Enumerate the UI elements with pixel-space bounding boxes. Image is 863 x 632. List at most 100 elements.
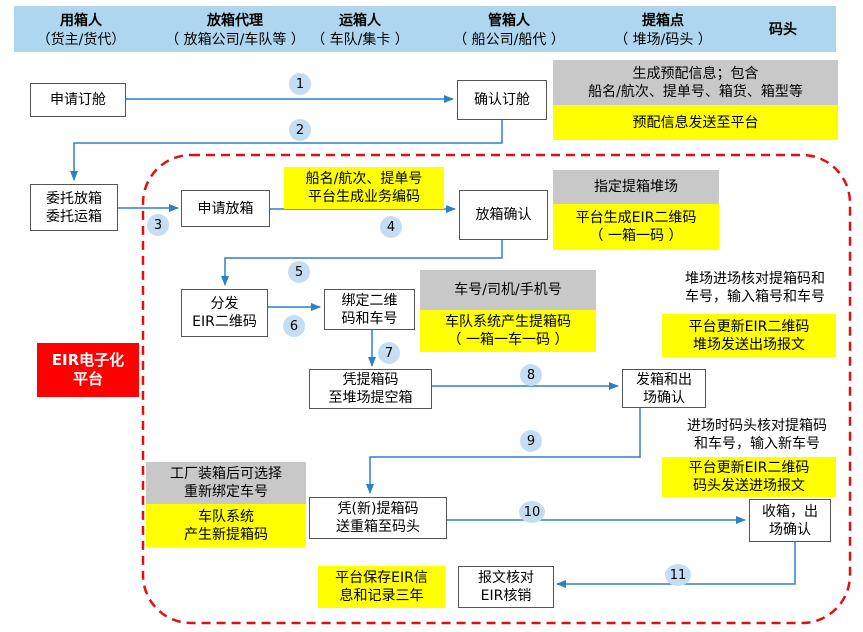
apply-booking-box: 申请订舱 (30, 83, 126, 117)
step-4-badge: 4 (380, 216, 402, 238)
box-label: 凭提箱码 (342, 372, 399, 388)
note-text: 车号，输入箱号和车号 (685, 289, 825, 305)
note-text: 船名/航次、提单号 (305, 171, 423, 187)
note-text: 车号/司机/手机号 (454, 282, 562, 298)
bind-qr-plate-box: 绑定二维 码和车号 (324, 289, 415, 330)
box-label: 场确认 (769, 521, 811, 538)
arrow-5 (221, 240, 503, 286)
header-subtitle: （ 放箱公司/车队等 ） (165, 32, 305, 48)
pickup-empty-box: 凭提箱码 至堆场提空箱 (309, 369, 432, 409)
step-5-badge: 5 (288, 261, 310, 283)
note-text: 码头发送进场报文 (693, 478, 805, 494)
step-8-badge: 8 (520, 364, 542, 386)
note-text: 平台更新EIR二维码 (688, 318, 810, 335)
header-terminal: 码头 (708, 21, 858, 40)
note-text: 船名/航次、提单号、箱货、箱型等 (588, 83, 803, 100)
note-text: 生成预配信息；包含 (632, 65, 759, 82)
header-subtitle: （ 车队/集卡 ） (311, 32, 409, 48)
note-send-preallocation: 预配信息发送至平台 (553, 105, 838, 140)
step-11-badge: 11 (665, 564, 691, 586)
step-number: 6 (289, 318, 299, 334)
note-text: 平台生成EIR二维码 (575, 210, 697, 226)
box-label: 绑定二维 (341, 292, 398, 309)
note-new-pickup-code: 车队系统 产生新提箱码 (146, 504, 306, 547)
entrust-box: 委托放箱 委托运箱 (30, 184, 118, 231)
platform-label-line: EIR电子化 (51, 351, 125, 369)
box-label: 发箱和出 (636, 371, 692, 388)
box-label: 放箱确认 (475, 207, 532, 223)
box-label: EIR核销 (480, 588, 532, 604)
note-yard-gate-out-message: 平台更新EIR二维码 堆场发送出场报文 (662, 314, 836, 357)
note-yard-gate-in-check: 堆场进场核对提箱码和 车号，输入箱号和车号 (662, 266, 848, 310)
box-label: 分发 (210, 296, 239, 312)
step-number: 3 (153, 217, 163, 233)
note-save-eir-records: 平台保存EIR信 息和记录三年 (318, 566, 445, 608)
header-subtitle: （ 堆场/码头 ） (614, 32, 712, 48)
distribute-qr-box: 分发 EIR二维码 (181, 289, 268, 337)
box-label: 凭(新)提箱码 (337, 501, 419, 517)
note-text: （ 一箱一车一码 ） (447, 332, 569, 348)
platform-dashed-border (141, 153, 852, 625)
note-text: 和车号，输入新车号 (694, 436, 820, 452)
note-preallocation-info: 生成预配信息；包含 船名/航次、提单号、箱货、箱型等 (553, 60, 838, 105)
note-text: 工厂装箱后可选择 (170, 466, 282, 482)
note-generate-pickup-code: 车队系统产生提箱码 （ 一箱一车一码 ） (420, 310, 596, 352)
box-label: 场确认 (643, 389, 685, 406)
header-title: 提箱点 (642, 13, 684, 29)
note-text: 进场时码头核对提箱码 (687, 418, 827, 434)
box-label: 送重箱至码头 (336, 519, 420, 535)
step-number: 10 (523, 504, 541, 520)
box-label: 确认订舱 (474, 92, 530, 108)
step-9-badge: 9 (520, 430, 542, 452)
confirm-booking-box: 确认订舱 (457, 80, 547, 120)
box-label: 委托运箱 (46, 208, 102, 225)
step-number: 11 (669, 567, 687, 583)
message-verify-box: 报文核对 EIR核销 (458, 566, 554, 608)
step-number: 4 (386, 219, 396, 235)
note-generate-qr: 平台生成EIR二维码 （ 一箱一码 ） (553, 204, 719, 250)
role-header-bar: 用箱人 （货主/货代） 放箱代理 （ 放箱公司/车队等 ） 运箱人 （ 车队/集… (14, 6, 836, 52)
step-number: 1 (295, 76, 305, 92)
note-text: 堆场进场核对提箱码和 (685, 271, 825, 287)
step-10-badge: 10 (519, 501, 545, 523)
step-number: 8 (526, 367, 536, 383)
note-text: 指定提箱堆场 (594, 179, 678, 195)
step-7-badge: 7 (378, 342, 400, 364)
note-terminal-gate-in-check: 进场时码头核对提箱码 和车号，输入新车号 (668, 413, 846, 457)
header-release-agent: 放箱代理 （ 放箱公司/车队等 ） (160, 12, 310, 50)
note-text: 预配信息发送至平台 (632, 114, 759, 131)
note-text: 重新绑定车号 (184, 484, 268, 500)
note-terminal-gate-in-message: 平台更新EIR二维码 码头发送进场报文 (662, 457, 836, 497)
arrow-11 (556, 542, 796, 588)
box-label: 收箱，出 (762, 503, 818, 520)
step-2-badge: 2 (289, 119, 311, 141)
note-text: 堆场发送出场报文 (693, 336, 805, 353)
deliver-full-box: 凭(新)提箱码 送重箱至码头 (309, 497, 447, 539)
header-subtitle: （ 船公司/船代 ） (453, 32, 565, 48)
header-title: 用箱人 (60, 13, 102, 29)
arrow-9 (366, 408, 641, 494)
note-business-code: 船名/航次、提单号 平台生成业务编码 (284, 167, 444, 209)
step-number: 2 (295, 122, 305, 138)
dispatch-confirm-box: 发箱和出 场确认 (622, 369, 706, 408)
eir-platform-label: EIR电子化 平台 (37, 343, 139, 397)
header-container-manager: 管箱人 （ 船公司/船代 ） (434, 12, 584, 50)
header-title: 放箱代理 (207, 13, 263, 29)
box-label: EIR二维码 (192, 314, 257, 330)
step-number: 5 (294, 264, 304, 280)
step-3-badge: 3 (147, 214, 169, 236)
release-confirm-box: 放箱确认 (459, 190, 548, 240)
step-6-badge: 6 (283, 315, 305, 337)
note-text: 平台生成业务编码 (308, 189, 420, 205)
step-number: 7 (384, 345, 394, 361)
box-label: 委托放箱 (46, 190, 102, 207)
note-plate-driver-phone: 车号/司机/手机号 (420, 270, 596, 310)
note-text: 息和记录三年 (339, 588, 424, 604)
box-label: 申请订舱 (50, 92, 106, 108)
receive-confirm-box: 收箱，出 场确认 (749, 499, 831, 542)
arrow-2 (70, 120, 503, 181)
header-pickup-point: 提箱点 （ 堆场/码头 ） (588, 12, 738, 50)
header-title: 码头 (769, 22, 797, 38)
